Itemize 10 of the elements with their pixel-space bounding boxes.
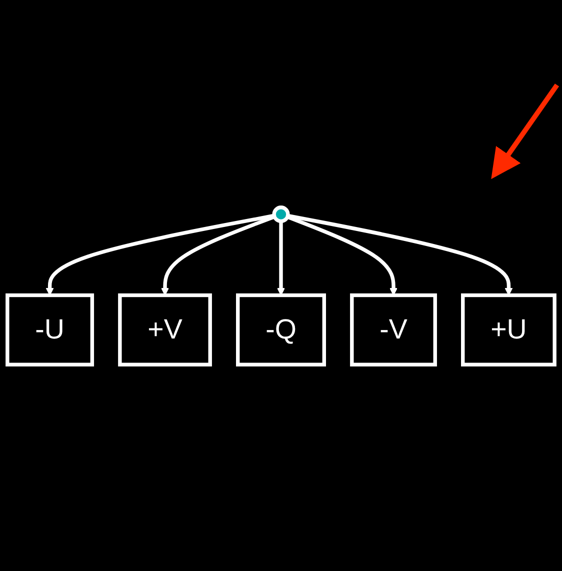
arrow [287,213,513,296]
node-ellipse [272,205,290,223]
arrow [160,214,276,296]
node-box: +U [461,292,556,366]
arrow [276,220,286,296]
node-box: +V [118,292,212,366]
node-box: -V [350,292,437,366]
node-box: -U [6,292,94,366]
arrow [46,213,275,296]
node-box: -Q [236,292,326,366]
